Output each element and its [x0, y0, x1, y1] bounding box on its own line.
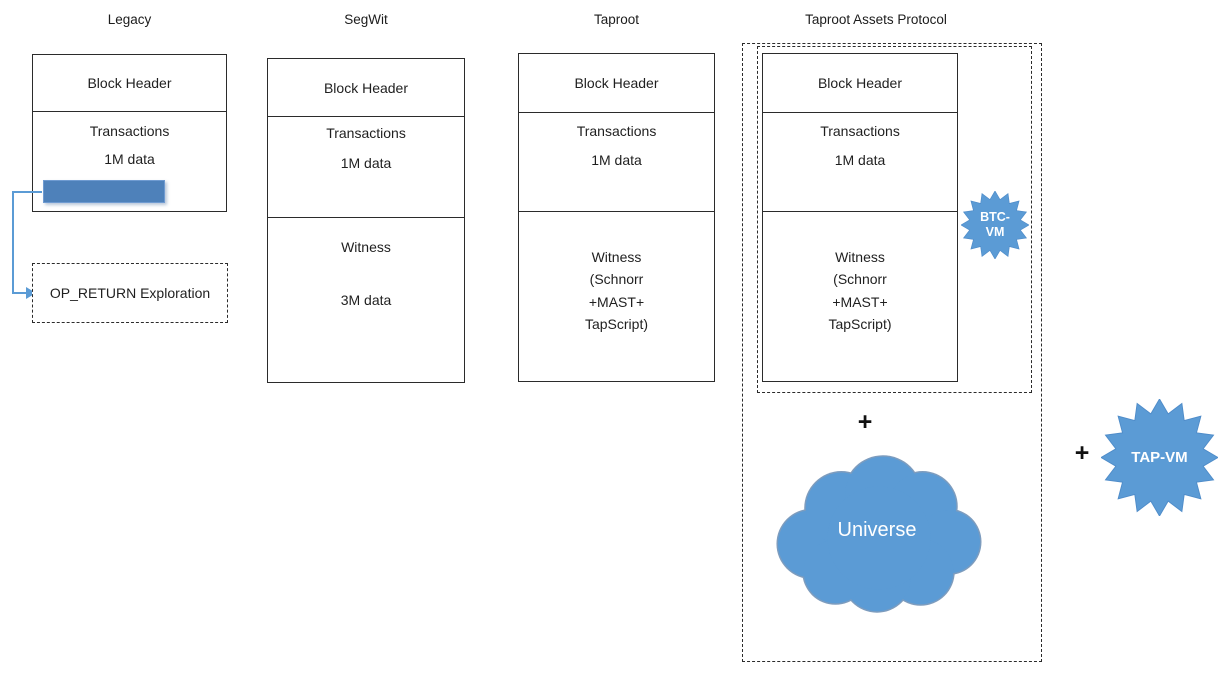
segwit-witness-section: Witness 3M data	[268, 217, 464, 381]
universe-label: Universe	[837, 518, 917, 541]
tap-tx-size-label: 1M data	[834, 152, 886, 168]
starburst-icon	[1101, 399, 1218, 516]
legacy-block-header-section: Block Header	[33, 55, 226, 111]
universe-cloud: Universe	[772, 446, 982, 614]
starburst-icon	[961, 191, 1029, 259]
plus-sign-outer: +	[1074, 439, 1090, 467]
segwit-witness-size-label: 3M data	[340, 292, 392, 308]
taproot-witness-section: Witness (Schnorr +MAST+ TapScript)	[519, 211, 714, 380]
taproot-tx-size-label: 1M data	[591, 152, 642, 168]
legacy-transactions-label: Transactions	[89, 123, 170, 139]
segwit-tx-size-label: 1M data	[340, 155, 392, 171]
btc-vm-label-line1: BTC-	[980, 210, 1010, 224]
tap-vm-label: TAP-VM	[1131, 449, 1188, 466]
taproot-transactions-label: Transactions	[576, 123, 657, 139]
op-return-box: OP_RETURN Exploration	[32, 263, 228, 323]
tap-transactions-label: Transactions	[820, 123, 900, 139]
op-return-label: OP_RETURN Exploration	[49, 285, 211, 301]
taproot-block-header-label: Block Header	[574, 75, 659, 91]
tap-vm-badge: TAP-VM	[1101, 399, 1218, 516]
cloud-icon	[776, 455, 982, 613]
segwit-transactions-section: Transactions 1M data	[268, 116, 464, 217]
taproot-block-header-section: Block Header	[519, 54, 714, 112]
taproot-transactions-section: Transactions 1M data	[519, 112, 714, 211]
plus-sign-inner: +	[857, 408, 873, 436]
legacy-block: Block Header Transactions 1M data	[32, 54, 227, 212]
segwit-block-header-section: Block Header	[268, 59, 464, 116]
column-title-legacy: Legacy	[107, 12, 152, 27]
btc-vm-label-line2: VM	[985, 225, 1005, 239]
column-title-taproot: Taproot	[593, 12, 640, 27]
legacy-transactions-section: Transactions 1M data	[33, 111, 226, 210]
tap-witness-line: +MAST+	[832, 293, 888, 310]
tap-transactions-section: Transactions 1M data	[763, 112, 957, 211]
legacy-tx-size-label: 1M data	[104, 151, 155, 167]
column-title-taproot-assets: Taproot Assets Protocol	[805, 12, 947, 27]
btc-vm-badge: BTC- VM	[961, 191, 1029, 259]
tap-witness-section: Witness (Schnorr +MAST+ TapScript)	[763, 211, 957, 380]
taproot-assets-outer-box	[742, 43, 1042, 662]
taproot-assets-block: Block Header Transactions 1M data Witnes…	[762, 53, 958, 382]
taproot-assets-inner-box	[757, 46, 1032, 393]
segwit-block-header-label: Block Header	[323, 79, 409, 96]
column-title-segwit: SegWit	[344, 12, 388, 27]
tap-block-header-section: Block Header	[763, 54, 957, 112]
tap-witness-line: (Schnorr	[833, 271, 887, 288]
segwit-transactions-label: Transactions	[326, 125, 406, 141]
taproot-witness-line: (Schnorr	[589, 271, 644, 288]
tap-block-header-label: Block Header	[817, 75, 903, 91]
taproot-witness-line: TapScript)	[584, 316, 649, 333]
tap-witness-line: TapScript)	[828, 316, 892, 333]
op-return-data-bar	[43, 180, 165, 203]
tap-witness-line: Witness	[835, 249, 885, 265]
segwit-block: Block Header Transactions 1M data Witnes…	[267, 58, 465, 383]
segwit-witness-label: Witness	[341, 239, 391, 255]
taproot-block: Block Header Transactions 1M data Witnes…	[518, 53, 715, 382]
taproot-witness-line: +MAST+	[588, 293, 645, 310]
taproot-witness-line: Witness	[591, 249, 642, 265]
legacy-block-header-label: Block Header	[87, 75, 172, 91]
